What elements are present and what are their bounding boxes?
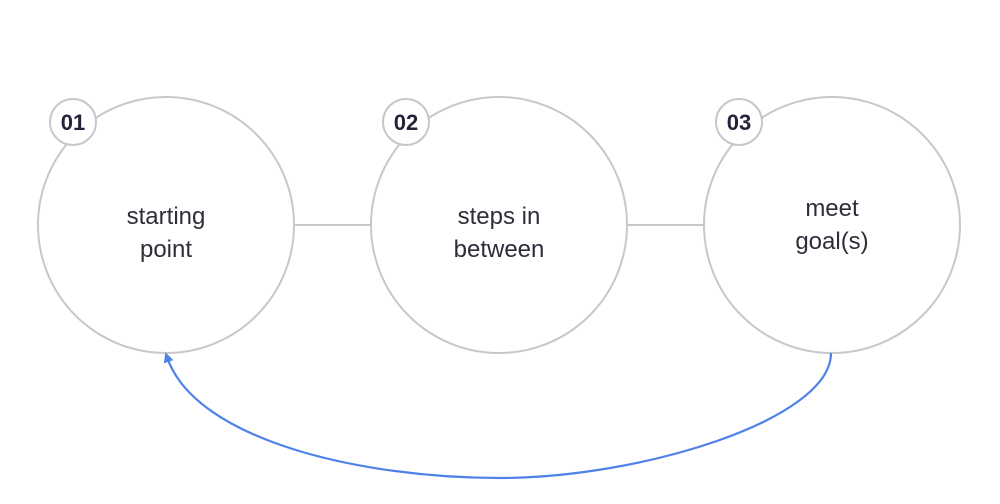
step-2-badge: 02 xyxy=(382,98,430,146)
step-1-label-line2: point xyxy=(140,236,192,263)
step-3-number: 03 xyxy=(727,110,751,135)
step-1-number: 01 xyxy=(61,110,85,135)
step-1-badge: 01 xyxy=(49,98,97,146)
step-2-label-line1: steps in xyxy=(458,203,541,230)
step-3-badge: 03 xyxy=(715,98,763,146)
step-2-number: 02 xyxy=(394,110,418,135)
step-2-label-line2: between xyxy=(454,236,545,263)
step-1: starting point 01 xyxy=(37,96,295,354)
step-3-label-line1: meet xyxy=(805,195,859,222)
step-3-label-line2: goal(s) xyxy=(795,228,868,255)
step-2-circle xyxy=(370,96,628,354)
step-3: meet goal(s) 03 xyxy=(703,96,961,354)
step-1-label-line1: starting xyxy=(127,203,206,230)
step-2: steps in between 02 xyxy=(370,96,628,354)
loop-back-arrow xyxy=(163,352,833,480)
